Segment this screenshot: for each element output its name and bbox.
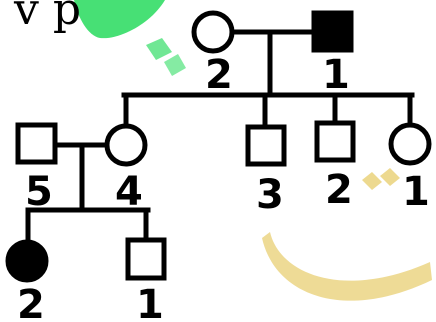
gen1-female-symbol	[191, 10, 235, 54]
gen3-female-2-label: 2	[17, 282, 45, 322]
gen2-spouse-label: 5	[25, 169, 53, 215]
gen2-female-4-symbol	[104, 123, 148, 167]
gen2-male-2-symbol	[314, 120, 356, 163]
watermark-green-diamond-a	[146, 38, 172, 60]
gen2-female-4-label: 4	[115, 169, 143, 215]
gen1-male-label: 1	[322, 52, 350, 98]
gen1-male-symbol	[311, 10, 354, 53]
relationship-lines	[25, 29, 415, 243]
gen2-spouse-male-symbol	[15, 122, 58, 165]
gen2-male-2-label: 2	[325, 167, 353, 213]
watermark-green-diamond-b	[164, 54, 186, 76]
watermark-gold-diamond-a	[362, 172, 382, 190]
gen2-female-1-symbol	[388, 122, 432, 166]
header-fragment: v p	[13, 0, 81, 35]
watermark-decoration	[74, 0, 432, 301]
gen3-male-1-label: 1	[136, 282, 164, 322]
gen2-male-3-symbol	[245, 124, 287, 167]
watermark-gold-swoosh	[262, 232, 432, 301]
gen2-female-1-label: 1	[402, 169, 430, 215]
gen2-male-3-label: 3	[256, 172, 284, 218]
watermark-green-blob	[74, 0, 165, 39]
watermark-gold-diamond-b	[380, 168, 400, 186]
gen3-female-2-symbol	[5, 239, 49, 283]
gen1-female-label: 2	[205, 52, 233, 98]
gen3-male-1-symbol	[125, 237, 167, 281]
